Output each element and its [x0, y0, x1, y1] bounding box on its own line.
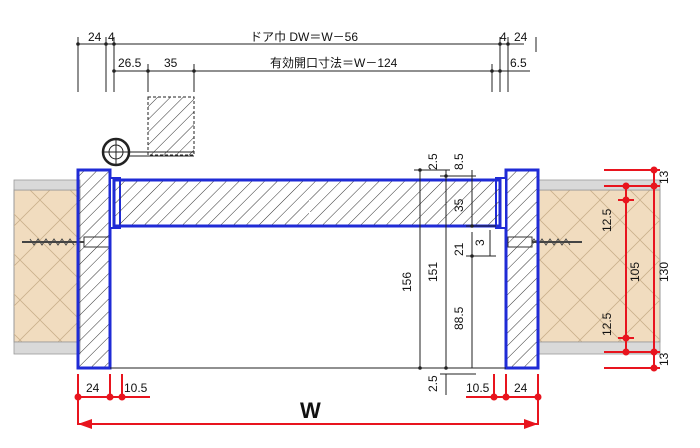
- section-dimension-ticks: [418, 168, 474, 370]
- top-dimension-lines: [77, 37, 537, 92]
- dim-top-left-4: 4: [108, 30, 115, 44]
- right-frame-jamb: [504, 168, 540, 370]
- dim-35: 35: [452, 198, 466, 212]
- dim-3: 3: [473, 239, 487, 246]
- left-frame-jamb: [76, 168, 112, 370]
- width-w-label: W: [300, 398, 321, 423]
- dim-bottom-right-10-5: 10.5: [466, 381, 490, 395]
- dim-bottom-left-10-5: 10.5: [124, 381, 148, 395]
- dim-130: 130: [657, 262, 671, 282]
- right-red-ticks: [622, 166, 658, 372]
- right-wall: [537, 179, 661, 355]
- dim-top-right-6-5: 6.5: [510, 56, 527, 70]
- dim-bottom-left-24: 24: [86, 381, 100, 395]
- dim-21: 21: [452, 242, 466, 256]
- dim-top-right-24: 24: [514, 30, 528, 44]
- dim-13-bottom: 13: [657, 352, 671, 366]
- dim-2-5-top: 2.5: [426, 153, 440, 170]
- left-wall: [13, 179, 81, 355]
- dim-88-5: 88.5: [452, 306, 466, 330]
- dim-top-left-24: 24: [88, 30, 102, 44]
- dim-bottom-right-24: 24: [514, 381, 528, 395]
- dim-12-5-top: 12.5: [600, 208, 614, 232]
- section-dimension-lines: [414, 169, 496, 395]
- bottom-red-ticks: [74, 393, 542, 401]
- dim-105: 105: [628, 262, 642, 282]
- opening-label: 有効開口寸法＝W－124: [270, 55, 398, 70]
- top-dimension-ticks: [76, 42, 510, 73]
- dim-top-left-35: 35: [164, 56, 178, 70]
- dim-2-5-bottom: 2.5: [426, 375, 440, 392]
- dim-151: 151: [426, 262, 440, 282]
- w-arrow-left: [78, 419, 92, 429]
- dim-12-5-bottom: 12.5: [600, 312, 614, 336]
- handle-block: [147, 96, 195, 156]
- door-panel: [112, 178, 502, 228]
- dim-top-right-4: 4: [500, 30, 507, 44]
- dim-156: 156: [400, 272, 414, 292]
- dim-8-5: 8.5: [452, 153, 466, 170]
- w-arrow-right: [524, 419, 538, 429]
- dim-13-top: 13: [657, 170, 671, 184]
- dim-top-left-26-5: 26.5: [118, 56, 142, 70]
- door-width-label: ドア巾 DW＝W－56: [250, 30, 358, 44]
